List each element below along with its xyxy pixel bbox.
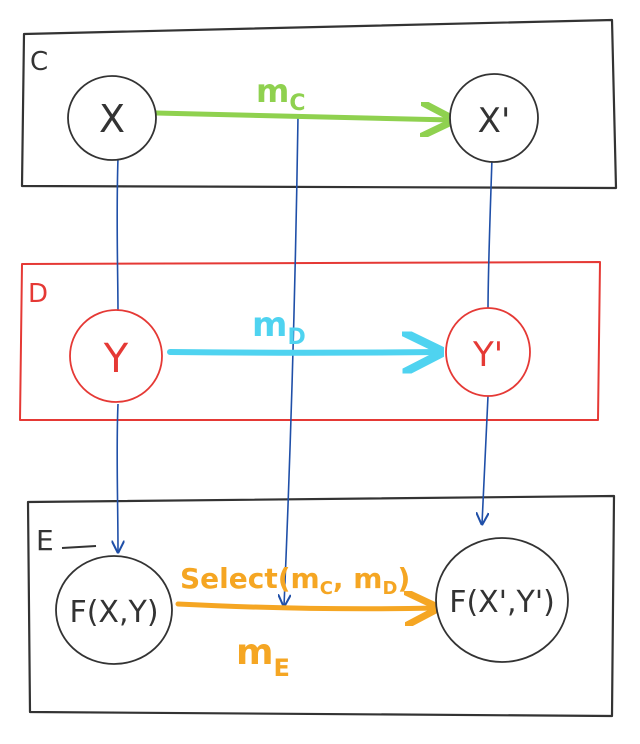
node-y: Y [69,309,163,403]
category-c-box: C [20,18,618,190]
node-y-prime: Y' [445,307,531,397]
morphism-arrow-me [175,604,436,609]
category-d-label: D [28,279,48,309]
node-y-prime-label: Y' [472,335,503,375]
select-label-head: Select(m [180,562,320,595]
morphism-label-me-base: m [236,632,274,673]
node-x-prime: X' [449,73,539,163]
morphism-label-select: Select(mC, mD) [180,562,410,599]
category-e-box: E [26,494,616,718]
functor-arrow-mc-to-me [284,115,299,606]
morphism-label-md-base: m [252,305,287,345]
select-label-sep: , m [333,562,383,595]
functor-arrow-x-prime-to-y-prime [487,157,493,313]
node-fxy-label: F(X,Y) [69,595,158,630]
morphism-label-mc-sub: C [289,91,305,116]
select-label-sub1: C [320,578,333,599]
select-label-sub2: D [382,578,397,599]
functor-arrow-x-to-y [116,157,119,317]
morphism-label-mc-base: m [256,72,289,110]
node-fxy-prime: F(X',Y') [435,537,569,663]
functor-arrows [116,115,493,606]
node-x-prime-label: X' [478,101,511,141]
node-x: X [67,75,157,161]
node-fxy-prime-label: F(X',Y') [449,585,555,620]
select-label-close: ) [397,562,410,595]
morphism-label-md-sub: D [287,325,305,350]
category-e-label: E [36,524,54,557]
node-y-label: Y [103,336,129,382]
category-d-box: D [19,261,601,421]
functor-arrow-y-prime-to-fxy-prime [482,395,488,524]
morphism-label-mc: mC [256,72,306,116]
morphism-label-me-sub: E [274,654,290,682]
category-c-label: C [30,47,48,77]
morphism-label-md: mD [252,305,306,350]
node-x-label: X [99,97,125,141]
morphism-label-me: mE [236,632,290,682]
node-fxy: F(X,Y) [55,555,173,665]
morphism-arrow-mc [153,113,452,120]
functor-arrow-y-to-fxy [117,403,118,552]
morphism-arrow-md [167,352,440,353]
